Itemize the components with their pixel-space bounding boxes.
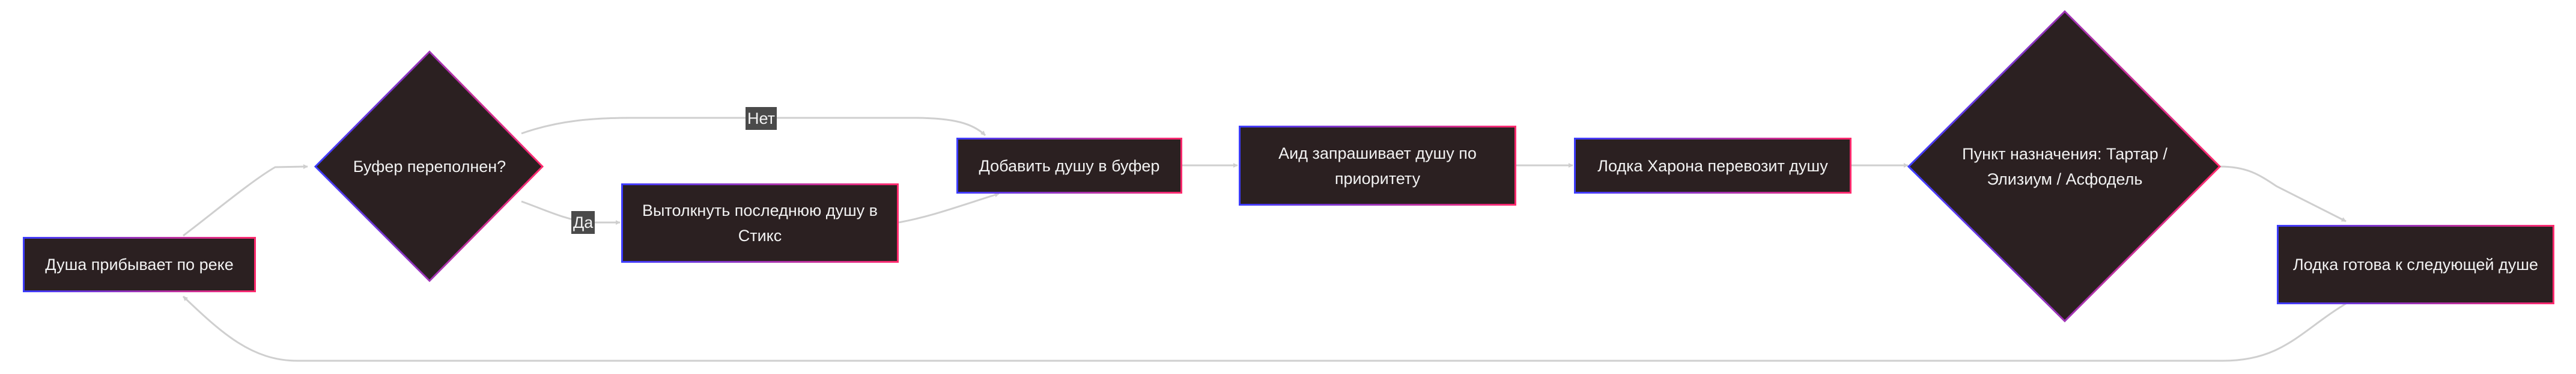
- node-add-soul: Добавить душу в буфер: [956, 138, 1182, 194]
- edge-buffer-no-to-add: [521, 117, 986, 136]
- edge-label-no: Нет: [746, 107, 777, 130]
- diamond-buffer-full: [314, 50, 544, 283]
- edge-destination-to-boat-ready: [2219, 165, 2347, 222]
- node-boat-ready: Лодка готова к следующей душе: [2277, 225, 2554, 304]
- edge-label-yes: Да: [571, 211, 595, 234]
- node-charon-boat: Лодка Харона перевозит душу: [1574, 138, 1852, 194]
- edge-boat-ready-to-arrive: [182, 295, 2347, 362]
- label-buffer-full: Буфер переполнен?: [353, 158, 506, 176]
- node-pop-last-soul: Вытолкнуть последнюю душу в Стикс: [621, 183, 899, 263]
- node-hades-requests: Аид запрашивает душу по приоритету: [1239, 126, 1516, 206]
- diamond-destination: [1907, 10, 2222, 323]
- edge-buffer-yes-to-pop: [521, 200, 621, 225]
- label-destination: Пункт назначения: Тартар / Элизиум / Асф…: [1962, 145, 2167, 188]
- edge-pop-to-add: [898, 192, 1000, 224]
- node-soul-arrives: Душа прибывает по реке: [23, 237, 256, 292]
- edge-arrive-to-buffer-check: [183, 164, 308, 237]
